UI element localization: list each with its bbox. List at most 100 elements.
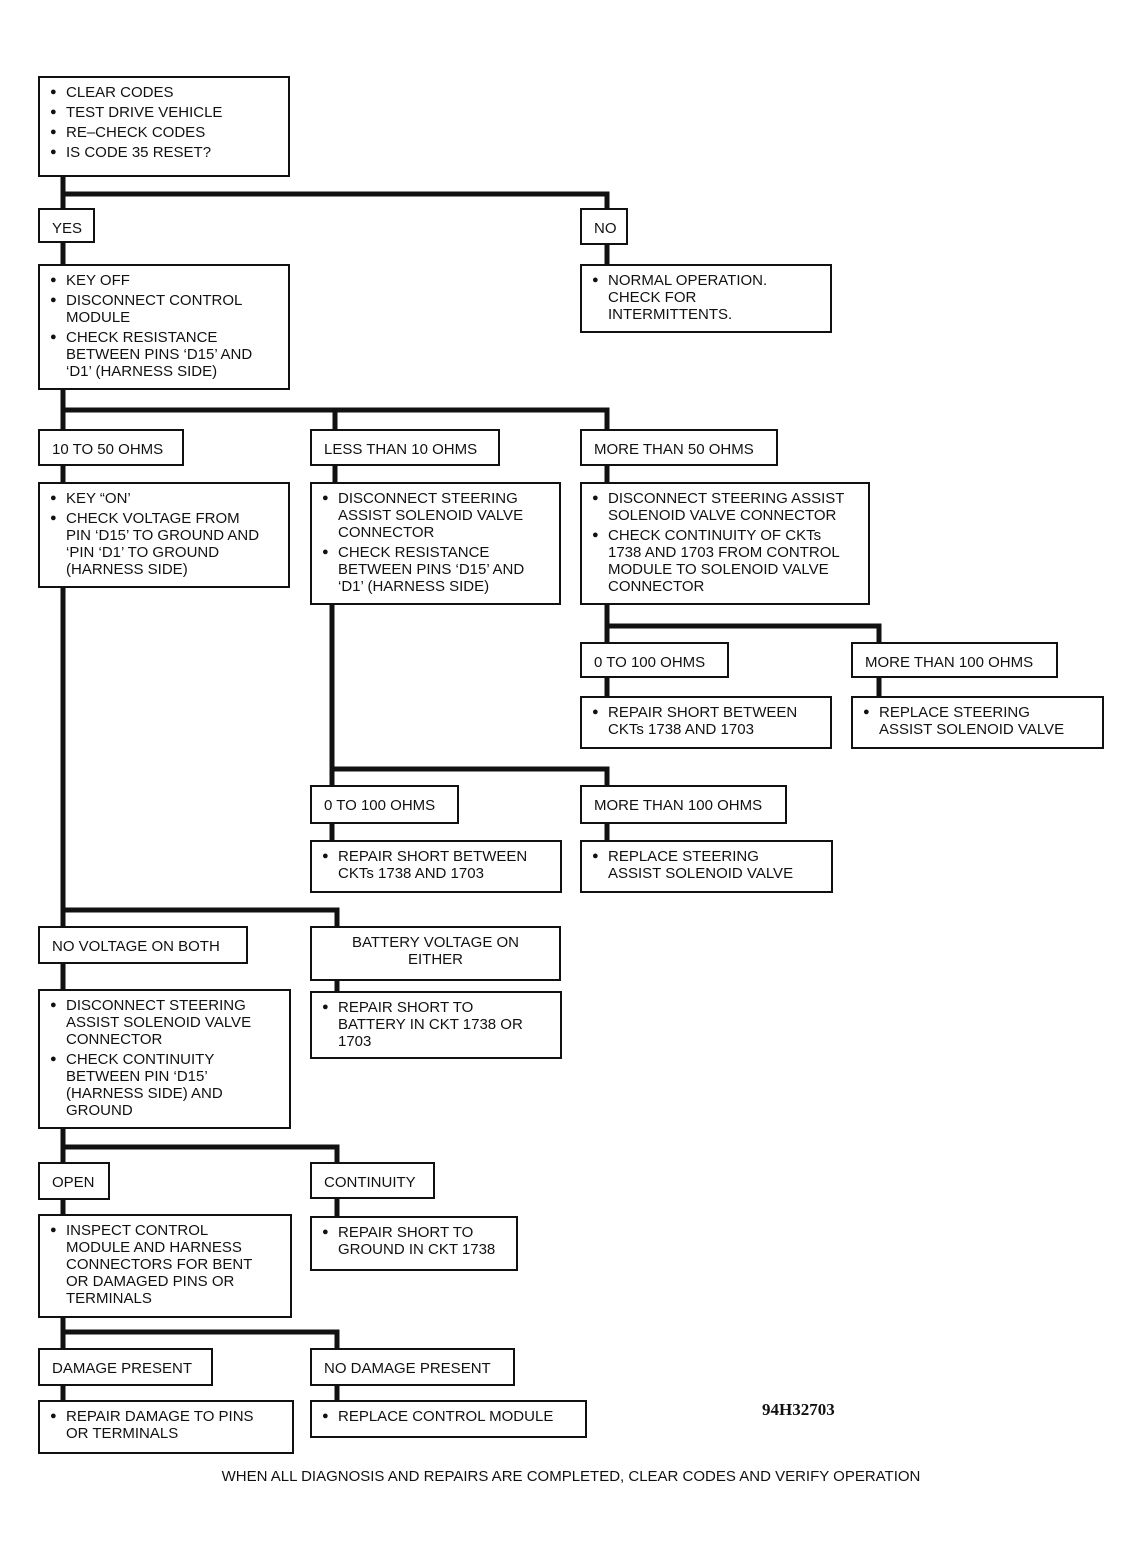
bullet-line: RE–CHECK CODES <box>66 124 206 141</box>
no-voltage-label-box: NO VOLTAGE ON BOTH <box>38 926 248 964</box>
bullet-line: CHECK RESISTANCE <box>338 544 490 561</box>
bullet-line: CHECK FOR <box>608 289 697 306</box>
bullet-line: ASSIST SOLENOID VALVE <box>338 507 524 524</box>
bullet-line: CHECK RESISTANCE <box>66 329 218 346</box>
bullet-line: ‘D1’ (HARNESS SIDE) <box>66 363 218 380</box>
bullet-line: DISCONNECT STEERING ASSIST <box>608 490 845 507</box>
damage-present-label-box: DAMAGE PRESENT <box>38 1348 213 1386</box>
bullet-line: GROUND IN CKT 1738 <box>338 1241 496 1258</box>
bullet-line: CHECK CONTINUITY <box>66 1051 215 1068</box>
ohms-10-50-label: 10 TO 50 OHMS <box>52 441 164 458</box>
yes-action-box: KEY OFFDISCONNECT CONTROLMODULECHECK RES… <box>38 264 290 390</box>
open-label-box: OPEN <box>38 1162 110 1200</box>
more-50-more-100-label: MORE THAN 100 OHMS <box>865 654 1034 671</box>
more-50-label: MORE THAN 50 OHMS <box>594 441 754 458</box>
bullet-item: CLEAR CODES <box>50 84 280 101</box>
bullet-line: REPLACE STEERING <box>879 704 1030 721</box>
bullet-line: OR DAMAGED PINS OR <box>66 1273 235 1290</box>
bullet-line: BETWEEN PINS ‘D15’ AND <box>66 346 253 363</box>
less-10-label: LESS THAN 10 OHMS <box>324 441 478 458</box>
bullet-line: CHECK VOLTAGE FROM <box>66 510 240 527</box>
bullet-line: TEST DRIVE VEHICLE <box>66 104 223 121</box>
bullet-line: REPAIR DAMAGE TO PINS <box>66 1408 254 1425</box>
ohms-10-50-label-box: 10 TO 50 OHMS <box>38 429 184 466</box>
bullet-line: 1738 AND 1703 FROM CONTROL <box>608 544 840 561</box>
bullet-line: ASSIST SOLENOID VALVE <box>879 721 1065 738</box>
bullet-item: RE–CHECK CODES <box>50 124 280 141</box>
less-10-label-box: LESS THAN 10 OHMS <box>310 429 500 466</box>
battery-voltage-label-line-2: EITHER <box>407 951 463 968</box>
bullet-line: CONNECTOR <box>338 524 435 541</box>
less-10-0-100-label-box: 0 TO 100 OHMS <box>310 785 459 824</box>
bullet-line: TERMINALS <box>66 1290 152 1307</box>
bullet-line: BETWEEN PIN ‘D15’ <box>66 1068 208 1085</box>
bullet-line: REPAIR SHORT TO <box>338 1224 474 1241</box>
bullet-line: REPAIR SHORT TO <box>338 999 474 1016</box>
bullet-item: TEST DRIVE VEHICLE <box>50 104 280 121</box>
bullet-line: ASSIST SOLENOID VALVE <box>608 865 794 882</box>
less-10-more-100-label: MORE THAN 100 OHMS <box>594 797 763 814</box>
bullet-line: BATTERY IN CKT 1738 OR <box>338 1016 523 1033</box>
bullet-item: REPLACE CONTROL MODULE <box>322 1408 577 1425</box>
bullet-line: 1703 <box>338 1033 372 1050</box>
bullet-line: (HARNESS SIDE) AND <box>66 1085 223 1102</box>
continuity-label: CONTINUITY <box>324 1174 416 1191</box>
bullet-line: DISCONNECT STEERING <box>338 490 518 507</box>
bullet-line: INSPECT CONTROL <box>66 1222 209 1239</box>
bullet-line: REPLACE CONTROL MODULE <box>338 1408 554 1425</box>
bullet-line: ‘D1’ (HARNESS SIDE) <box>338 578 490 595</box>
bullet-line: (HARNESS SIDE) <box>66 561 188 578</box>
bullet-line: REPLACE STEERING <box>608 848 759 865</box>
yes-label-box: YES <box>38 208 95 243</box>
battery-voltage-label-box: BATTERY VOLTAGE ON EITHER <box>310 926 561 981</box>
bullet-line: INTERMITTENTS. <box>608 306 733 323</box>
less-10-0-100-label: 0 TO 100 OHMS <box>324 797 436 814</box>
bullet-line: MODULE <box>66 309 131 326</box>
more-50-0-100-label-box: 0 TO 100 OHMS <box>580 642 729 678</box>
bullet-line: CKTs 1738 AND 1703 <box>608 721 754 738</box>
bullet-line: NORMAL OPERATION. <box>608 272 768 289</box>
continuity-label-box: CONTINUITY <box>310 1162 435 1199</box>
bullet-line: CKTs 1738 AND 1703 <box>338 865 484 882</box>
start-box: CLEAR CODES TEST DRIVE VEHICLE RE–CHECK CO… <box>38 76 290 177</box>
bullet-line: KEY “ON’ <box>66 490 131 507</box>
no-label: NO <box>594 220 617 237</box>
bullet-line: PIN ‘D15’ TO GROUND AND <box>66 527 260 544</box>
bullet-line: CONNECTOR <box>66 1031 163 1048</box>
no-damage-action-box: REPLACE CONTROL MODULE <box>310 1400 587 1438</box>
bullet-line: GROUND <box>66 1102 133 1119</box>
bullet-line: MODULE TO SOLENOID VALVE <box>608 561 829 578</box>
more-50-label-box: MORE THAN 50 OHMS <box>580 429 778 466</box>
bullet-item: KEY “ON’ <box>50 490 280 507</box>
bullet-line: DISCONNECT CONTROL <box>66 292 243 309</box>
bullet-line: OR TERMINALS <box>66 1425 179 1442</box>
bullet-line: DISCONNECT STEERING <box>66 997 246 1014</box>
bullet-line: CONNECTOR <box>608 578 705 595</box>
bullet-line: SOLENOID VALVE CONNECTOR <box>608 507 837 524</box>
bullet-line: REPAIR SHORT BETWEEN <box>608 704 798 721</box>
